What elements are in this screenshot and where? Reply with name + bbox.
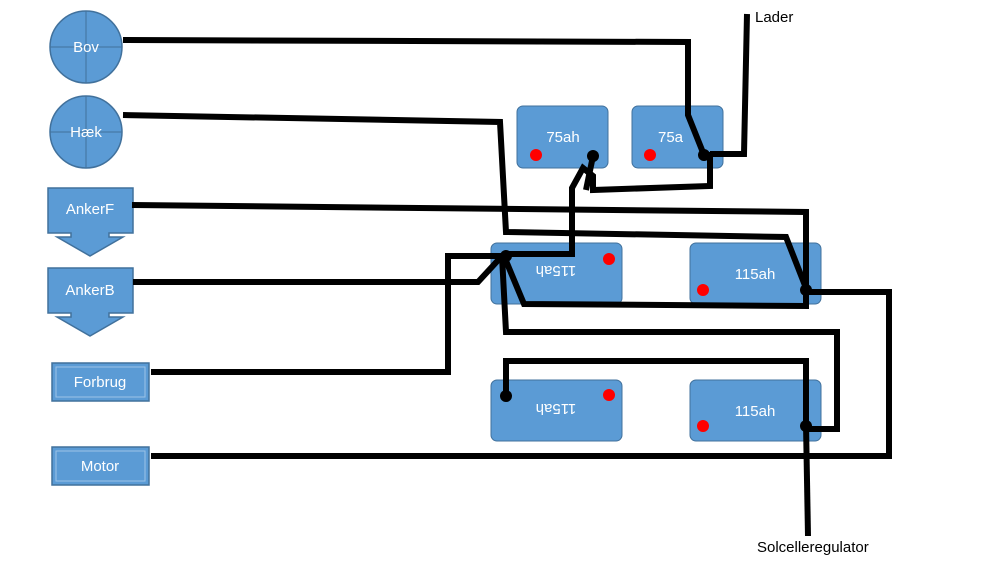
battery-115ah-top-left: 115ah	[490, 242, 623, 305]
battery-115ah-top-right-label: 115ah	[735, 266, 776, 283]
positive-terminal	[644, 149, 656, 161]
forbrug-component: Forbrug	[51, 362, 150, 402]
haek-label: Hæk	[70, 124, 102, 141]
positive-terminal	[603, 389, 615, 401]
positive-terminal	[603, 253, 615, 265]
wire-ankerb	[133, 253, 505, 285]
wire-solcelleregulator	[803, 423, 811, 537]
haek-component: Hæk	[49, 95, 123, 169]
battery-115ah-top-right: 115ah	[689, 242, 822, 305]
ankerf-label: AnkerF	[66, 201, 114, 218]
terminal-dot	[500, 250, 512, 262]
wire-lader	[710, 13, 750, 157]
wire-ankerf	[131, 202, 809, 288]
wire-bov	[122, 37, 713, 257]
positive-terminal	[530, 149, 542, 161]
wire-motor	[151, 289, 892, 459]
wire-series-link	[499, 255, 840, 432]
battery-115ah-bottom-right: 115ah	[689, 379, 822, 442]
bov-label: Bov	[73, 39, 99, 56]
lader-label: Lader	[755, 9, 793, 26]
solcelleregulator-label: Solcelleregulator	[757, 539, 869, 556]
ankerb-component: AnkerB	[47, 267, 134, 337]
terminal-dot	[587, 150, 599, 162]
battery-115ah-bottom-right-label: 115ah	[735, 403, 776, 420]
battery-75ah-left: 75ah	[516, 105, 609, 169]
battery-75ah-left-label: 75ah	[546, 129, 579, 146]
terminal-dot	[698, 149, 710, 161]
battery-115ah-bottom-left: 115ah	[490, 379, 623, 442]
terminal-dot	[800, 284, 812, 296]
battery-115ah-bottom-left-label: 115ah	[536, 400, 577, 417]
motor-component: Motor	[51, 446, 150, 486]
battery-75ah-right-label: 75a	[658, 129, 684, 146]
ankerf-component: AnkerF	[47, 187, 134, 257]
ankerb-label: AnkerB	[65, 282, 114, 299]
terminal-dot	[800, 420, 812, 432]
forbrug-label: Forbrug	[74, 374, 127, 391]
positive-terminal	[697, 420, 709, 432]
motor-label: Motor	[81, 458, 119, 475]
wire-bottom-left	[503, 358, 809, 424]
positive-terminal	[697, 284, 709, 296]
battery-115ah-top-left-label: 115ah	[536, 262, 577, 279]
bov-component: Bov	[49, 10, 123, 84]
wire-haek	[122, 112, 809, 290]
terminal-dot	[500, 390, 512, 402]
